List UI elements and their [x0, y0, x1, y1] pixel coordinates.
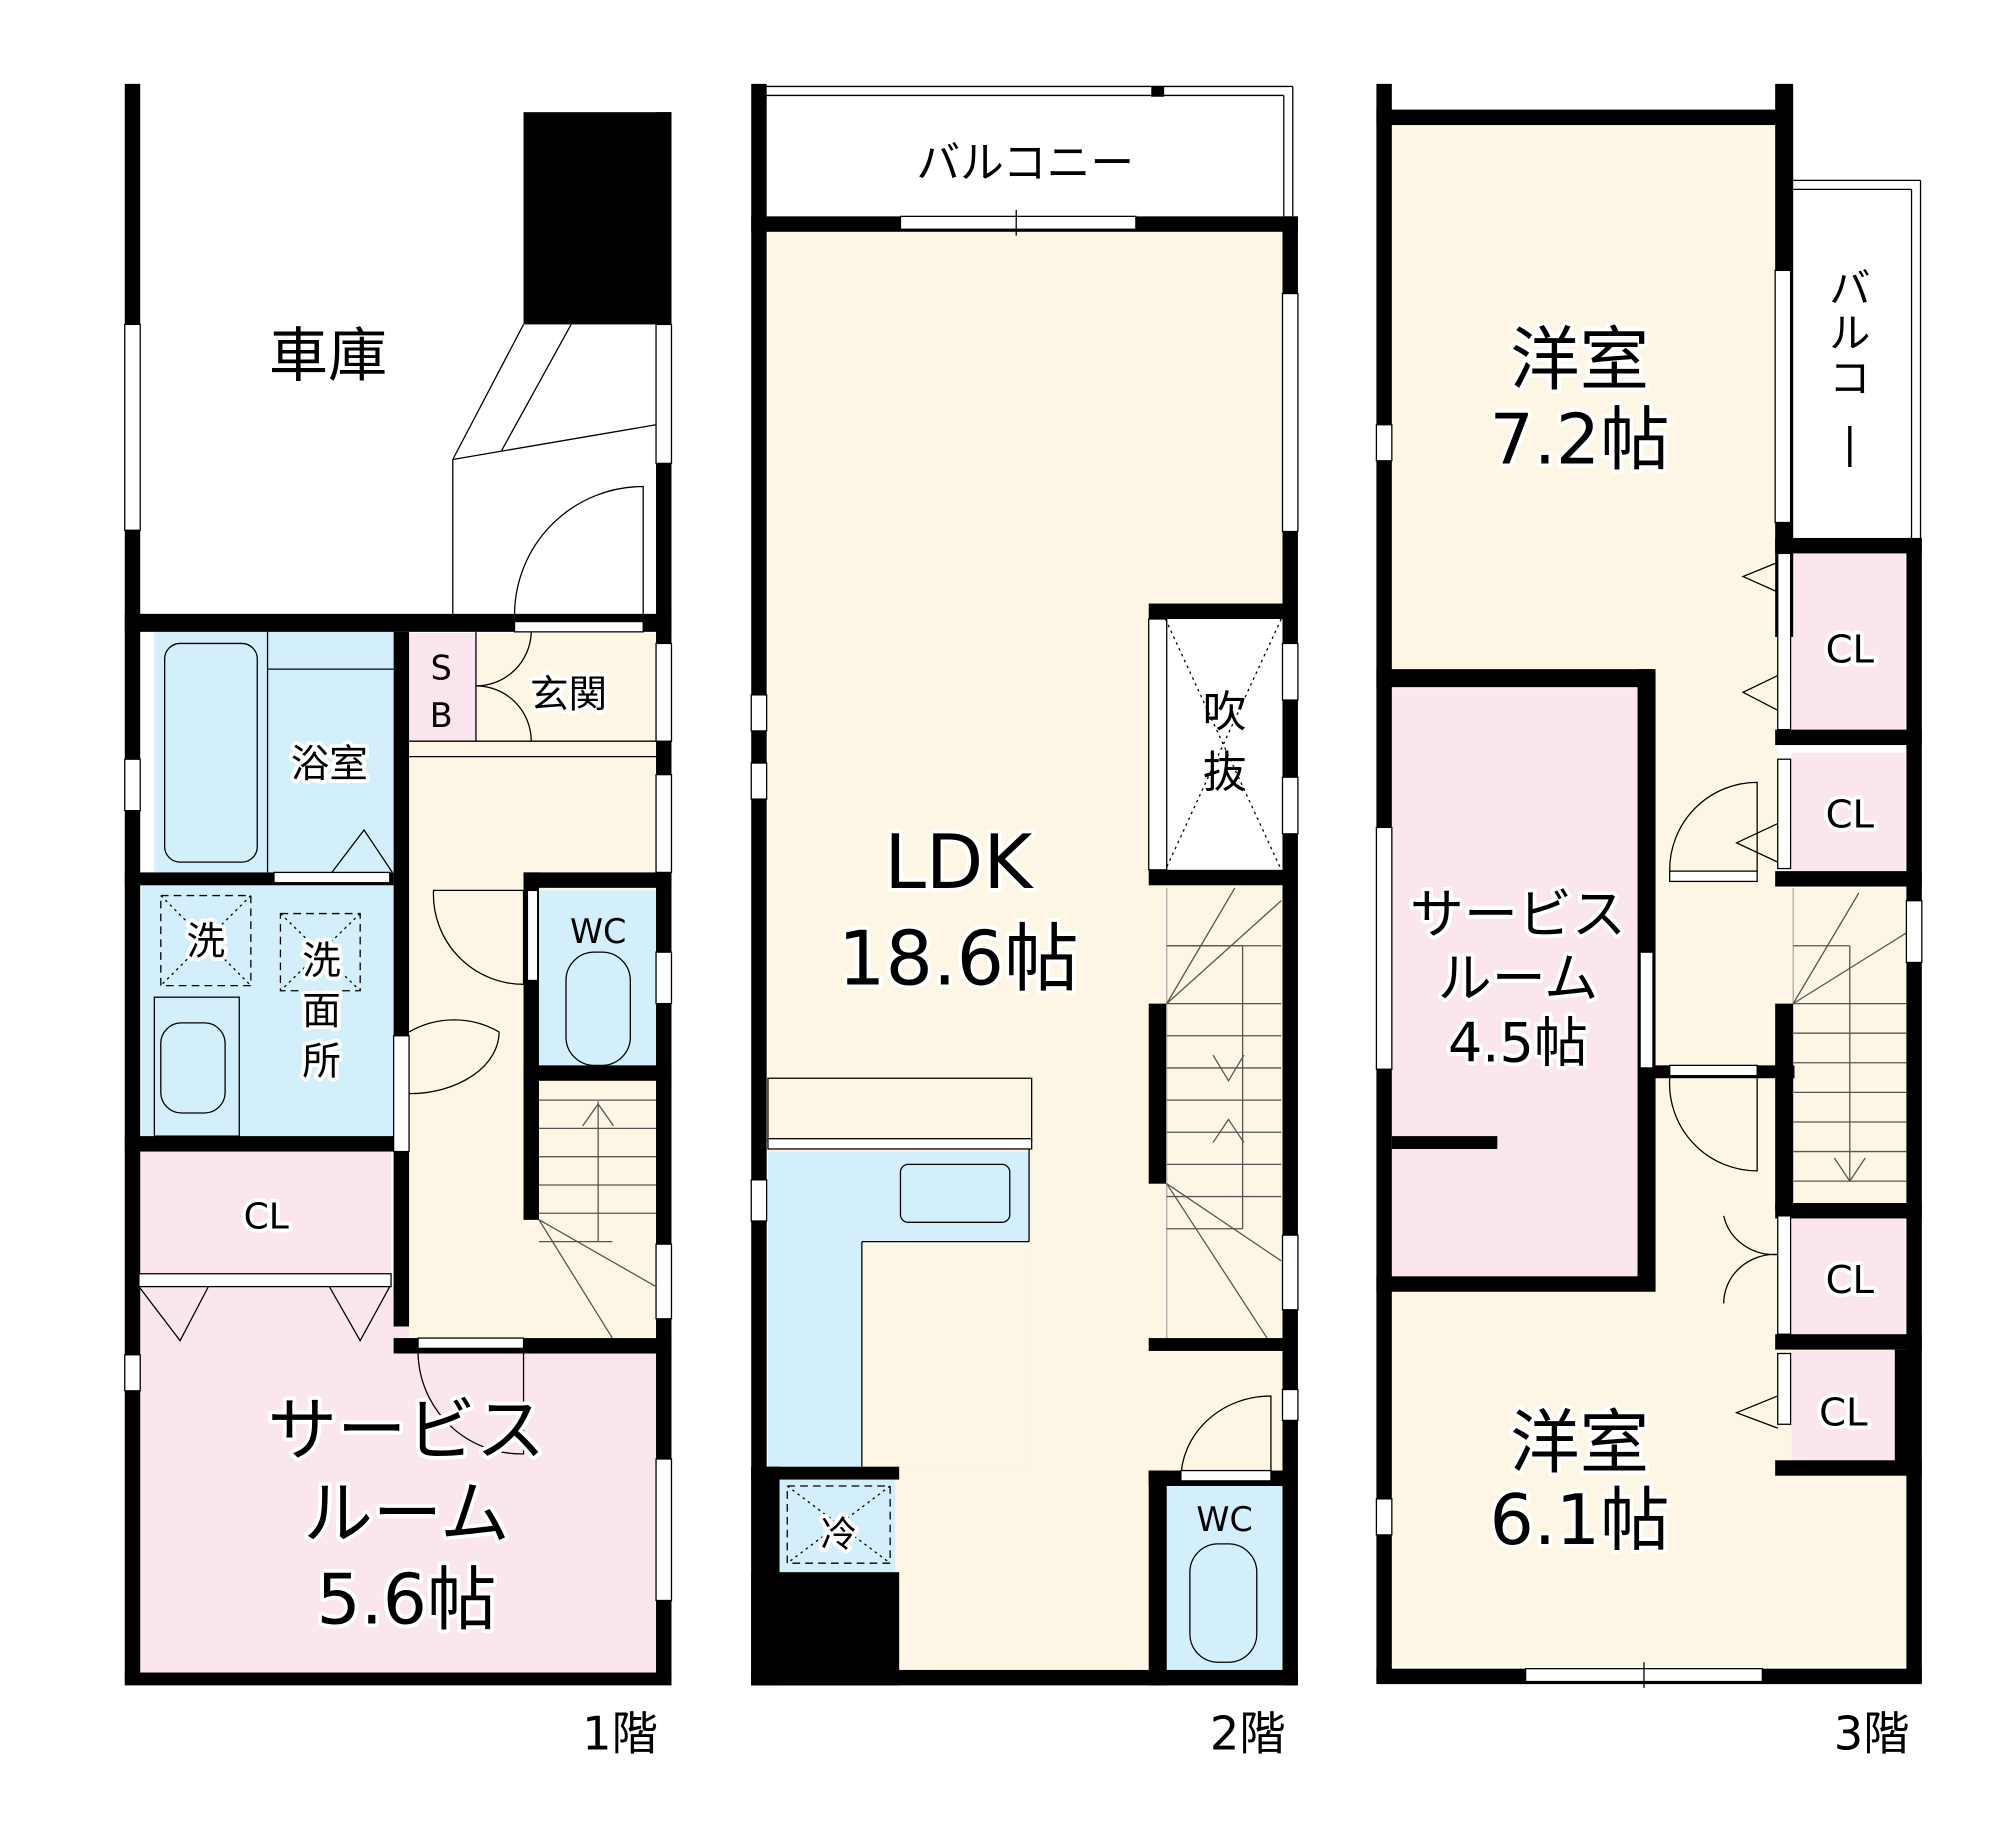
- window: [655, 323, 673, 464]
- stairs: [538, 1099, 657, 1339]
- void-label-2: 抜: [1203, 748, 1247, 799]
- entrance-label: 玄関: [530, 673, 607, 718]
- void-label-1: 吹: [1203, 687, 1247, 738]
- kitchen-sink: [899, 1163, 1011, 1223]
- shoebox-label-s: S: [431, 648, 452, 687]
- closet-fill: [1791, 1350, 1895, 1461]
- balcony-label-3: コ: [1829, 355, 1870, 403]
- wc-label: WC: [1196, 1500, 1252, 1539]
- counter: [767, 1077, 1033, 1141]
- service-room-label-2: ルーム: [303, 1474, 509, 1554]
- washer-space: [160, 894, 252, 987]
- washroom-label-2: 面: [302, 989, 341, 1034]
- washroom-label-1: 洗: [302, 939, 341, 984]
- entry-step: [452, 424, 657, 461]
- closet-fill: [1791, 553, 1906, 730]
- closet-fill: [138, 1151, 392, 1281]
- washroom-label-3: 所: [302, 1039, 341, 1084]
- shoebox-label-b: B: [430, 696, 453, 735]
- stairs: [1792, 887, 1907, 1183]
- wc-label: WC: [570, 912, 626, 951]
- closet-label-2: CL: [1826, 792, 1875, 837]
- room-a-size: 7.2帖: [1490, 400, 1670, 480]
- closet-label-4: CL: [1819, 1391, 1868, 1436]
- floor-3-label: 3階: [1834, 1707, 1910, 1761]
- closet-fill: [1791, 1215, 1906, 1335]
- garage-label: 車庫: [269, 321, 387, 390]
- service-room-size: 5.6帖: [317, 1561, 497, 1641]
- toilet: [565, 951, 631, 1067]
- floor-1-label: 1階: [582, 1707, 658, 1761]
- balcony-label: バルコニー: [916, 138, 1134, 189]
- floor-1: 車庫 浴室 S B 玄関 洗 洗 面 所 WC CL サービス ルーム 5.6帖…: [124, 83, 673, 1761]
- shoebox-fill2: [409, 633, 476, 742]
- service-room-fill: [1391, 688, 1639, 1281]
- entry-step: [452, 324, 525, 614]
- pillar: [523, 112, 672, 325]
- bathtub: [164, 642, 258, 863]
- closet-label: CL: [244, 1197, 289, 1238]
- wc1-fill: [537, 890, 657, 1066]
- balcony-label-1: バ: [1829, 265, 1870, 313]
- washroom-fill: [141, 882, 394, 1137]
- floor-3: 洋室 7.2帖 バ ル コ | CL CL サービス ルーム 4.5帖 CL C…: [1375, 83, 1923, 1761]
- bath-fill: [154, 630, 394, 873]
- room-b-label: 洋室: [1510, 1404, 1649, 1484]
- service-room-size: 4.5帖: [1448, 1012, 1588, 1075]
- floor-2: バルコニー LDK 18.6帖 吹 抜 冷 WC 2階: [750, 83, 1299, 1761]
- door-swing: [513, 485, 644, 614]
- toilet: [1189, 1543, 1258, 1663]
- service-room-label-2: ルーム: [1438, 947, 1598, 1010]
- closet-label-3: CL: [1826, 1258, 1875, 1303]
- closet-label-1: CL: [1826, 628, 1875, 673]
- window: [124, 323, 141, 531]
- service-room-label-1: サービス: [1410, 883, 1626, 946]
- balcony-label-2: ル: [1829, 310, 1870, 358]
- sink: [153, 996, 240, 1137]
- fridge-label: 冷: [821, 1514, 857, 1555]
- closet-fill: [1791, 752, 1906, 872]
- ldk-label: LDK: [884, 819, 1034, 906]
- wc2-fill: [1164, 1486, 1283, 1673]
- stairs: [1166, 887, 1282, 1339]
- bath-label: 浴室: [291, 742, 368, 787]
- washer-label: 洗: [187, 920, 226, 965]
- room-a-label: 洋室: [1510, 321, 1649, 401]
- service-room-label-1: サービス: [268, 1391, 546, 1471]
- room-b-size: 6.1帖: [1490, 1481, 1670, 1561]
- balcony-label-5: |: [1843, 419, 1857, 467]
- floor-2-label: 2階: [1210, 1707, 1286, 1761]
- ldk-size: 18.6帖: [838, 915, 1079, 1002]
